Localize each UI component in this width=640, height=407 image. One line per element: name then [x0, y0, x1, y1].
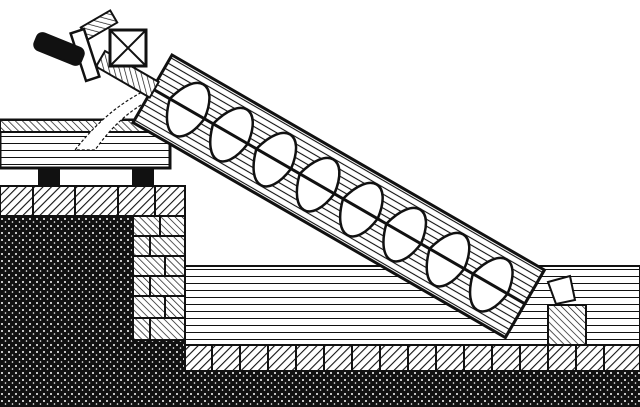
- screw-axle: [151, 87, 526, 306]
- lower-floor-course: [184, 344, 640, 372]
- intake-block: [547, 304, 587, 346]
- upper-stone-course: [0, 185, 186, 217]
- archimedes-screw: [130, 52, 547, 340]
- intake-pipe: [546, 274, 577, 306]
- stone-wall: [132, 215, 186, 341]
- crank-handle: [33, 9, 119, 83]
- trough-supports: [38, 168, 154, 186]
